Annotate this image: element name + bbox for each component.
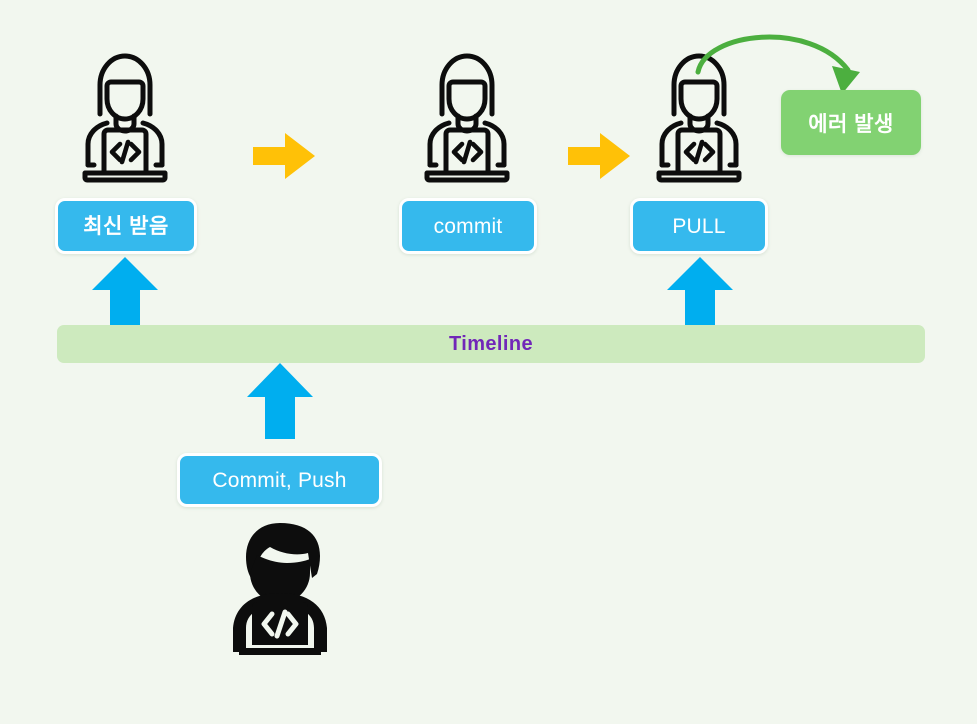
timeline-arrow-up-push <box>247 363 313 439</box>
timeline-arrow-up-latest <box>92 257 158 331</box>
step-button-latest[interactable]: 최신 받음 <box>55 198 197 254</box>
timeline-arrow-up-pull <box>667 257 733 331</box>
flow-arrow-right-2 <box>568 133 630 179</box>
developer-icon-commit <box>416 52 518 186</box>
timeline-label: Timeline <box>449 332 533 355</box>
developer-icon-push-filled <box>219 517 341 662</box>
step-button-commit-push[interactable]: Commit, Push <box>177 453 382 507</box>
developer-icon-latest <box>74 52 176 186</box>
step-button-pull[interactable]: PULL <box>630 198 768 254</box>
error-curved-arrow <box>695 34 860 94</box>
error-badge: 에러 발생 <box>781 90 921 155</box>
developer-icon-pull <box>648 52 750 186</box>
flow-arrow-right-1 <box>253 133 315 179</box>
step-button-commit[interactable]: commit <box>399 198 537 254</box>
timeline-bar: Timeline <box>57 325 925 363</box>
